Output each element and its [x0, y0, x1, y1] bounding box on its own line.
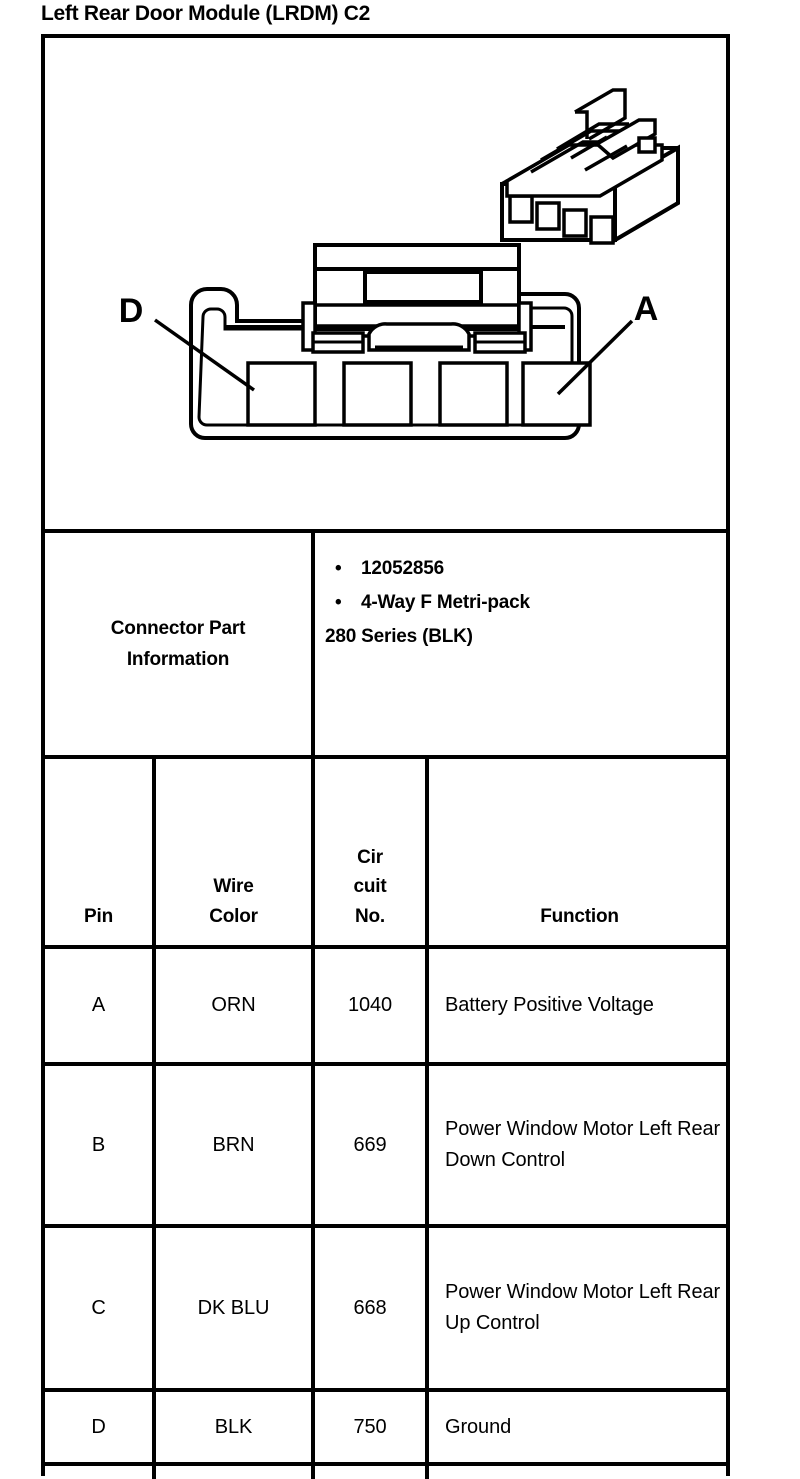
bullet-icon: •	[335, 558, 342, 579]
connector-part-information-label-cell: Connector Part Information	[45, 533, 315, 755]
connector-part-information-label: Connector Part Information	[110, 613, 246, 676]
connector-diagram: D A	[119, 88, 680, 440]
isometric-connector-view	[500, 88, 680, 245]
connector-table: D A Connector Part Information • 1205285…	[41, 34, 730, 1479]
connector-part-information-row: Connector Part Information • 12052856 • …	[45, 533, 730, 759]
cell-circuit-no: 750	[315, 1392, 429, 1462]
cell-wire-color: BRN	[156, 1066, 315, 1224]
cell-pin	[45, 1466, 156, 1479]
connector-diagram-cell: D A	[45, 38, 730, 533]
connector-type-bullet: • 4-Way F Metri-pack	[325, 593, 730, 612]
cavity-B	[438, 361, 509, 427]
table-row: A ORN 1040 Battery Positive Voltage	[45, 949, 730, 1066]
cell-pin: D	[45, 1392, 156, 1462]
part-info-label-line-1: Connector Part	[110, 617, 246, 639]
callout-label-D: D	[119, 292, 144, 330]
terminal-cavities	[246, 361, 592, 427]
table-row: C DK BLU 668 Power Window Motor Left Rea…	[45, 1228, 730, 1392]
part-number-value: 12052856	[361, 558, 444, 579]
cell-wire-color	[156, 1466, 315, 1479]
wire-color-header-line-1: Wire	[213, 876, 254, 898]
circuit-header-line-3: No.	[354, 905, 385, 927]
cell-pin: A	[45, 949, 156, 1062]
cell-circuit-no	[315, 1466, 429, 1479]
cell-function	[429, 1466, 730, 1479]
column-header-circuit-no: Cir cuit No.	[315, 759, 429, 945]
column-header-wire-color: Wire Color	[156, 759, 315, 945]
page-title: Left Rear Door Module (LRDM) C2	[41, 2, 371, 25]
callout-leader-A	[556, 319, 634, 396]
column-header-function: Function	[540, 905, 619, 927]
callout-leader-D	[153, 318, 256, 392]
cell-function: Power Window Motor Left Rear Up Control	[445, 1281, 721, 1334]
part-number-bullet: • 12052856	[325, 559, 730, 578]
part-info-label-line-2: Information	[126, 649, 230, 670]
circuit-header-line-1: Cir	[357, 846, 383, 868]
wire-color-header-line-2: Color	[209, 905, 258, 927]
connector-series-value: 280 Series (BLK)	[325, 626, 473, 647]
cell-wire-color: DK BLU	[156, 1228, 315, 1388]
table-header-row: Pin Wire Color Cir cuit No. Function	[45, 759, 730, 949]
connector-type-value: 4-Way F Metri-pack	[361, 592, 530, 613]
cell-function: Power Window Motor Left Rear Down Contro…	[445, 1118, 721, 1171]
column-header-pin: Pin	[45, 759, 156, 945]
cell-circuit-no: 669	[315, 1066, 429, 1224]
connector-latch-block	[301, 243, 533, 354]
cavity-C	[342, 361, 413, 427]
cell-function: Battery Positive Voltage	[445, 994, 654, 1016]
cell-pin: B	[45, 1066, 156, 1224]
cell-circuit-no: 1040	[315, 949, 429, 1062]
bullet-icon: •	[335, 592, 342, 613]
cavity-D	[246, 361, 317, 427]
callout-label-A: A	[634, 290, 659, 328]
table-row: B BRN 669 Power Window Motor Left Rear D…	[45, 1066, 730, 1228]
table-row: D BLK 750 Ground	[45, 1392, 730, 1466]
connector-part-information-value-cell: • 12052856 • 4-Way F Metri-pack 280 Seri…	[315, 533, 730, 755]
cell-pin: C	[45, 1228, 156, 1388]
cell-circuit-no: 668	[315, 1228, 429, 1388]
table-row-partial	[45, 1466, 730, 1479]
cell-wire-color: ORN	[156, 949, 315, 1062]
cell-wire-color: BLK	[156, 1392, 315, 1462]
cell-function: Ground	[445, 1415, 512, 1438]
pin-assignment-table: Pin Wire Color Cir cuit No. Function	[45, 759, 730, 1479]
circuit-header-line-2: cuit	[353, 876, 387, 898]
